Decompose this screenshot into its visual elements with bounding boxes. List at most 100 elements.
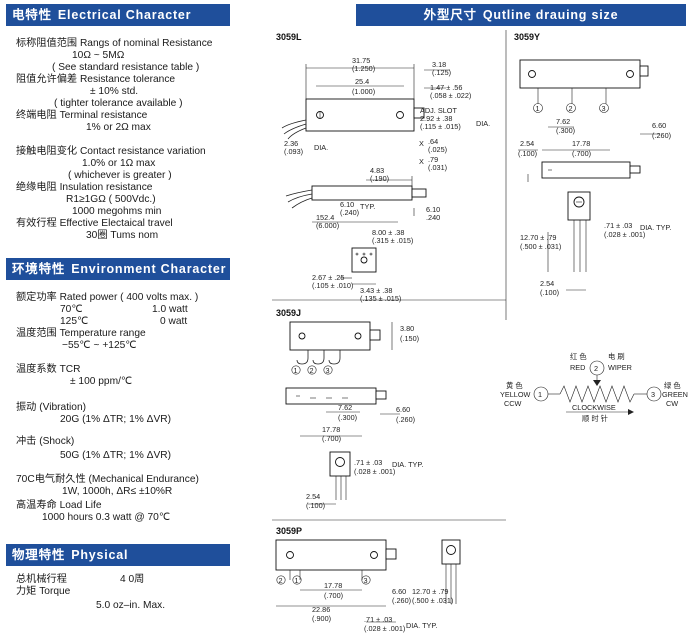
physical-header-cn: 物理特性 — [12, 548, 66, 562]
dim-text: 2.54 — [540, 279, 554, 288]
dim-text: (6.000) — [316, 221, 339, 230]
drawing-3059Y-end — [547, 191, 591, 291]
pin-number: 2 — [569, 104, 573, 113]
dim-text: 2.54 — [520, 139, 534, 148]
dim-text: (.300) — [338, 413, 357, 422]
dim-text: (.700) — [324, 591, 343, 600]
dim-text: DIA. — [314, 143, 328, 152]
dim-text: (.150) — [400, 334, 419, 343]
drawing-3059L-top — [281, 64, 450, 140]
dim-text: 7.62 — [338, 403, 352, 412]
red-cn-label: 红 色 — [570, 352, 587, 361]
dim-text: 3.18 — [432, 60, 446, 69]
dim-text: (1.250) — [352, 64, 375, 73]
spec-line: ± 10% std. — [90, 86, 139, 97]
wiper-en-label: WIPER — [608, 363, 632, 372]
dim-text: 152.4 — [316, 213, 334, 222]
spec-line: 30圈 Tums nom — [86, 230, 159, 241]
yellow-en-label: YELLOW — [500, 390, 531, 399]
spec-line: 1% or 2Ω max — [86, 122, 151, 133]
dim-text: (.500 ± .031) — [520, 242, 561, 251]
spec-line: ( whichever is greater ) — [68, 170, 172, 181]
dim-text: (.260) — [396, 415, 415, 424]
outline-header-en: Qutline drauing size — [482, 8, 619, 22]
spec-line: 50G (1% ΔTR; 1% ΔVR) — [60, 450, 171, 461]
dim-text: 12.70 ± .79 — [520, 233, 556, 242]
dim-text: 2.36 — [284, 139, 298, 148]
spec-line: 5.0 oz–in. Max. — [96, 600, 166, 611]
pin-number: 1 — [295, 576, 299, 585]
spec-line: 20G (1% ΔTR; 1% ΔVR) — [60, 414, 171, 425]
wiper-cn-label: 电 刷 — [608, 352, 625, 361]
dim-text: (.093) — [284, 147, 303, 156]
dim-text: DIA. TYP. — [406, 621, 437, 630]
pin-number: 3 — [364, 576, 368, 585]
dim-text: 6.60 — [396, 405, 410, 414]
electrical-header-en: Electrical Character istics — [12, 8, 192, 44]
spec-line: 阻值允许偏差 Resistance tolerance — [16, 74, 176, 85]
dim-text: 4.83 — [370, 166, 384, 175]
spec-line: 70C电气耐久性 (Mechanical Endurance) — [16, 474, 199, 485]
outline-header-cn: 外型尺寸 — [423, 8, 477, 22]
pin-number: 1 — [294, 366, 298, 375]
drawing-3059L-side — [285, 176, 427, 223]
spec-line: 绝缘电阻 Insulation resistance — [16, 182, 153, 193]
drawing-3059J-top — [289, 321, 393, 375]
spec-line: 1000 megohms min — [72, 206, 162, 217]
cw-label: CW — [666, 399, 678, 408]
spec-line: 高温寿命 Load Life — [16, 500, 102, 511]
dim-text: 6.10 — [426, 205, 440, 214]
spec-line: 标称阻值范围 Rangs of nominal Resistance — [16, 38, 213, 49]
dim-text: DIA. — [476, 119, 490, 128]
spec-line: ( See standard resistance table ) — [52, 62, 200, 73]
spec-line: 1000 hours 0.3 watt @ 70℃ — [42, 512, 171, 523]
dim-text: TYP. — [360, 202, 375, 211]
dim-text: 2.92 ± .38 — [420, 114, 452, 123]
dim-text: .79 — [428, 155, 438, 164]
spec-line: 4 0周 — [120, 574, 145, 585]
dim-text: 8.00 ± .38 — [372, 228, 404, 237]
dim-text: (.700) — [322, 434, 341, 443]
spec-line: 温度系数 TCR — [16, 364, 81, 375]
spec-line: 1.0 watt — [152, 304, 188, 315]
spec-line: 额定功率 Rated power ( 400 volts max. ) — [16, 292, 199, 303]
spec-line: ± 100 ppm/℃ — [70, 376, 133, 387]
terminal-number: 1 — [538, 390, 542, 399]
model-label-3059J: 3059J — [276, 308, 301, 318]
dim-text: (.500 ± .031) — [412, 596, 453, 605]
dim-text: (.100) — [306, 501, 325, 510]
spec-line: 接触电阻变化 Contact resistance variation — [16, 146, 206, 157]
clockwise-label: CLOCKWISE — [572, 403, 616, 412]
dim-text: (.100) — [518, 149, 537, 158]
drawing-3059J-side — [285, 387, 400, 437]
environment-header-en: Environment Character istics — [12, 262, 227, 298]
dim-text: 6.60 — [652, 121, 666, 130]
spec-line: 总机械行程 — [16, 574, 67, 585]
dim-text: 17.78 — [324, 581, 342, 590]
spec-line: R1≥1GΩ ( 500Vdc.) — [66, 194, 156, 205]
spec-line: 125℃ — [60, 316, 89, 327]
dim-text: 6.60 — [392, 587, 406, 596]
dim-text: 22.86 — [312, 605, 330, 614]
dim-text: (.100) — [540, 288, 559, 297]
green-cn-label: 绿 色 — [664, 381, 681, 390]
dim-text: (.058 ± .022) — [430, 91, 471, 100]
pin-number: 2 — [279, 576, 283, 585]
dim-text: (.190) — [370, 174, 389, 183]
dim-text: (.315 ± .015) — [372, 236, 413, 245]
dim-text: (.260) — [652, 131, 671, 140]
pin-number: 3 — [602, 104, 606, 113]
x-mark: X — [419, 157, 424, 166]
drawing-3059Y-side — [527, 161, 641, 182]
dim-text: 1.47 ± .56 — [430, 83, 462, 92]
dim-text: .240 — [426, 213, 440, 222]
dim-text: 3.80 — [400, 324, 414, 333]
model-label-3059L: 3059L — [276, 32, 302, 42]
dim-text: (.260) — [392, 596, 411, 605]
dim-text: .71 ± .03 — [354, 458, 382, 467]
green-en-label: GREEN — [662, 390, 688, 399]
dim-text: 25.4 — [355, 77, 369, 86]
spec-line: 振动 (Vibration) — [16, 402, 87, 413]
drawing-3059P — [275, 539, 461, 623]
